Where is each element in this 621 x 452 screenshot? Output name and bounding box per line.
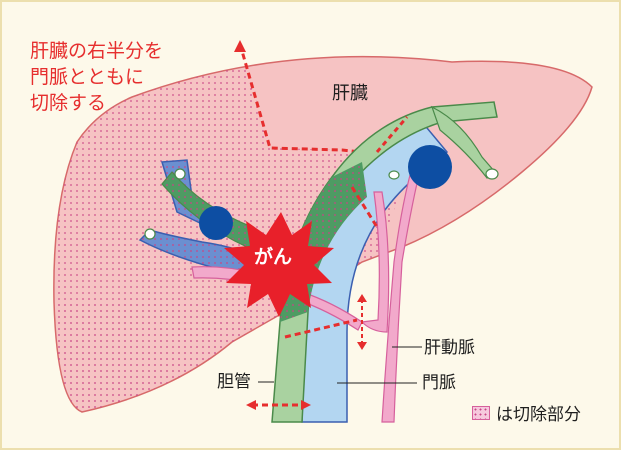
legend-label: は切除部分 [496,400,581,425]
resection-note-line-1: 肝臓の右半分を [30,38,163,64]
vein-section-left [199,206,233,240]
liver-label: 肝臓 [332,85,368,103]
cancer-label: がん [254,248,292,267]
hepatic-artery-label: 肝動脈 [424,340,475,357]
legend: は切除部分 [472,400,581,425]
resection-note-line-3: 切除する [30,90,163,116]
vein-section-right [408,145,452,189]
portal-vein-label: 門脈 [422,375,456,392]
resection-note-line-2: 門脈とともに [30,64,163,90]
resected-area-lower [54,302,302,412]
bile-duct-label: 胆管 [217,374,251,391]
resection-note: 肝臓の右半分を 門脈とともに 切除する [30,38,163,116]
legend-swatch [472,406,490,420]
resection-arrow-top [234,40,246,52]
